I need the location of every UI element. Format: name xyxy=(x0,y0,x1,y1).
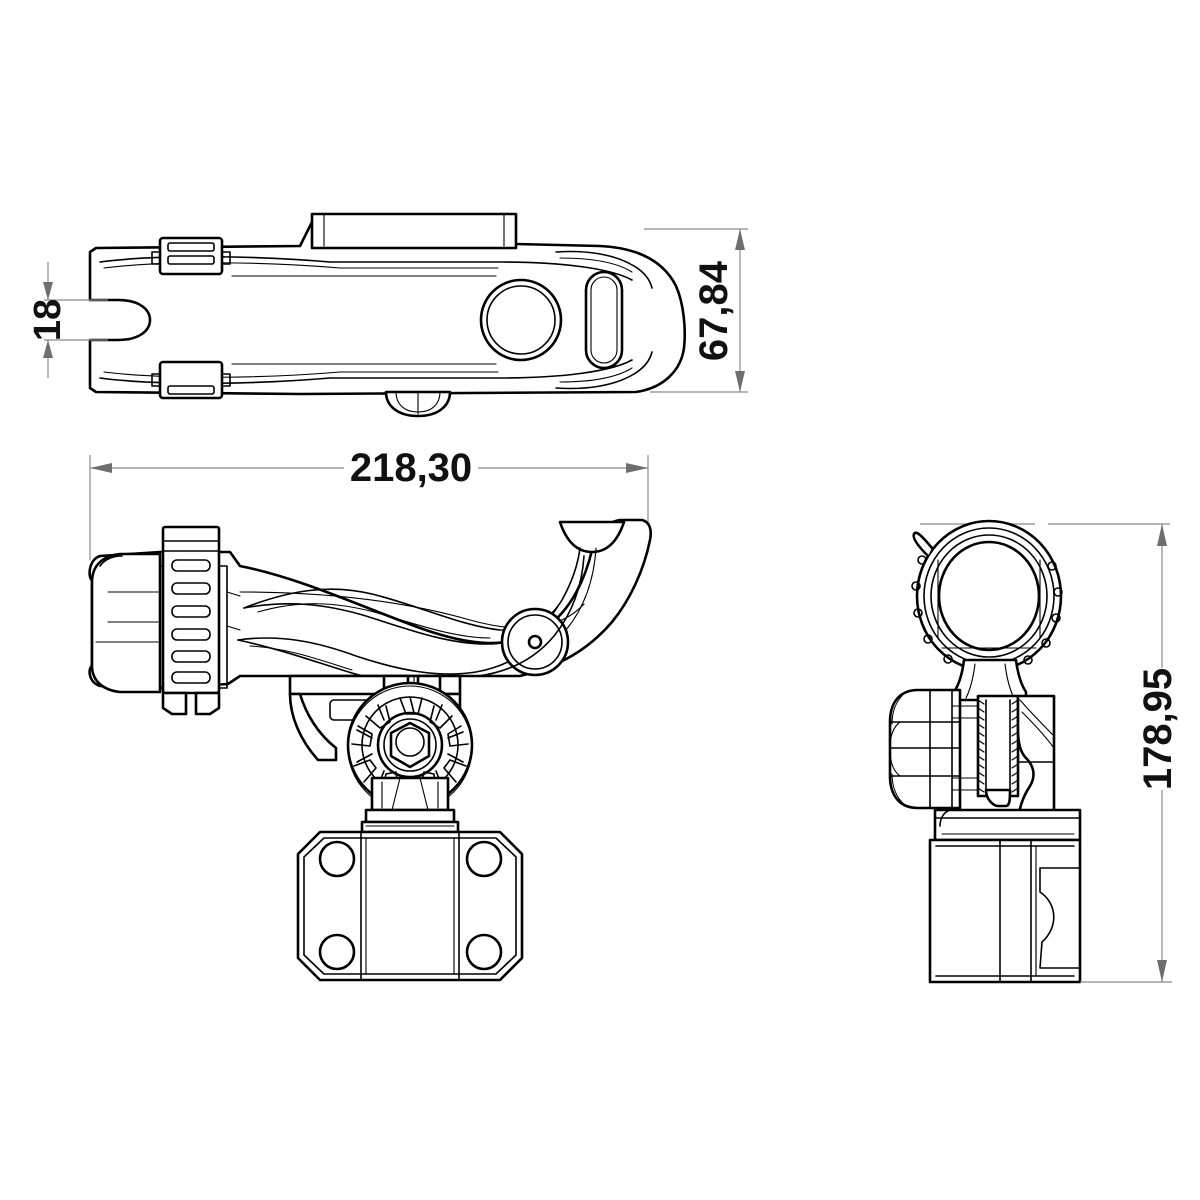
front-view-ring-clamp xyxy=(911,519,1063,673)
front-view-neck xyxy=(952,658,1028,702)
top-view-clamp-upper xyxy=(151,236,231,276)
side-view-end-cap xyxy=(90,552,162,694)
side-view-flame-upper xyxy=(243,547,581,631)
top-view-stem-stub xyxy=(310,212,518,250)
top-view-slot-inner xyxy=(590,276,618,364)
dimension-arrow-up xyxy=(43,282,53,300)
thread-ticks-left xyxy=(977,699,985,793)
dimension-overall-depth-text: 67,84 xyxy=(692,260,736,361)
base-plate-hole-br xyxy=(465,933,503,971)
top-view-right-flame-upper xyxy=(559,257,633,273)
dimension-overall-length: 218,30 xyxy=(89,446,649,560)
side-view-flame-upper3 xyxy=(257,603,491,639)
top-view-right-corner-lower xyxy=(555,351,653,390)
front-view-threaded-post xyxy=(976,694,1020,808)
side-view-knurled-collar xyxy=(155,525,228,716)
ratchet-teeth xyxy=(351,697,469,793)
side-view-pedestal xyxy=(360,776,460,834)
thread-ticks-right xyxy=(1011,699,1019,793)
top-view-rib-upper xyxy=(103,262,499,269)
side-view-tail-contour xyxy=(477,555,585,677)
dimension-arrow-up xyxy=(735,371,745,392)
dimension-overall-height: 178,95 xyxy=(1080,524,1180,983)
dimension-gap-width-text: 18 xyxy=(27,299,69,341)
dimension-arrow-down xyxy=(735,229,745,250)
side-view: 218,30 xyxy=(88,446,653,982)
front-view-lever xyxy=(1016,694,1056,828)
top-view-clamp-lower xyxy=(151,360,231,400)
top-view-right-flame-lower xyxy=(559,367,633,383)
top-view-pivot-boss xyxy=(479,278,563,362)
dimension-arrow-left xyxy=(90,463,112,473)
front-view-ring-bumps xyxy=(911,555,1063,665)
side-view-base-plate xyxy=(296,830,524,982)
front-view-mount-block xyxy=(928,838,1082,984)
top-view: 18 67,84 xyxy=(27,212,748,418)
top-view-knob-detail xyxy=(384,390,452,418)
top-view-slot xyxy=(584,270,624,370)
top-view-inner-contour-lower xyxy=(99,359,633,385)
dimension-overall-depth: 67,84 xyxy=(644,228,748,393)
side-view-collar-transition2 xyxy=(226,625,241,631)
top-view-pivot-boss-inner xyxy=(486,285,556,355)
dimension-overall-height-text: 178,95 xyxy=(1136,668,1180,790)
top-view-inner-contour-upper xyxy=(99,255,633,281)
dimension-overall-length-text: 218,30 xyxy=(350,446,472,490)
side-view-cradle-notch xyxy=(558,520,626,554)
base-plate-hole-tr xyxy=(465,840,503,878)
side-view-flame-lower3 xyxy=(249,645,353,671)
side-view-tail-contour2 xyxy=(565,547,597,631)
front-view-thumb-knob xyxy=(888,688,979,810)
front-view-flange xyxy=(933,808,1082,842)
front-view: 178,95 xyxy=(888,519,1180,984)
dimension-arrow-down xyxy=(43,340,53,358)
base-plate-hole-bl xyxy=(318,933,356,971)
dimension-gap-width: 18 xyxy=(27,262,108,378)
dimension-arrow-right xyxy=(626,463,648,473)
side-view-collar-transition xyxy=(226,591,241,597)
dimension-arrow-down xyxy=(1157,524,1167,546)
top-view-rib-lower xyxy=(103,371,499,378)
dimension-arrow-up xyxy=(1157,960,1167,982)
side-view-pivot-button-inner xyxy=(507,614,563,670)
base-plate-hole-tl xyxy=(318,840,356,878)
side-view-pivot-hole xyxy=(527,634,543,650)
top-view-right-corner-upper xyxy=(555,250,653,289)
